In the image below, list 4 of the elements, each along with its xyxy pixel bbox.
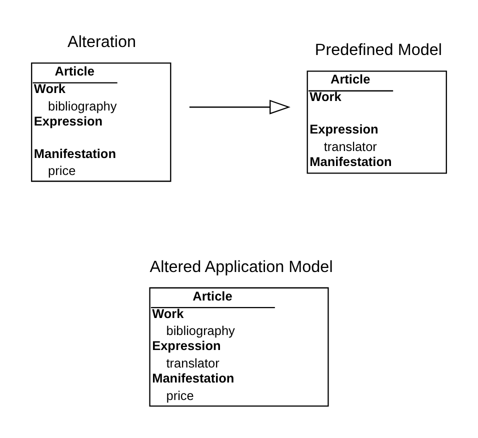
arrow <box>189 99 290 114</box>
node-label: Alteration <box>68 32 136 51</box>
node-label: Predefined Model <box>314 40 442 59</box>
node-label: Altered Application Model <box>150 257 333 276</box>
